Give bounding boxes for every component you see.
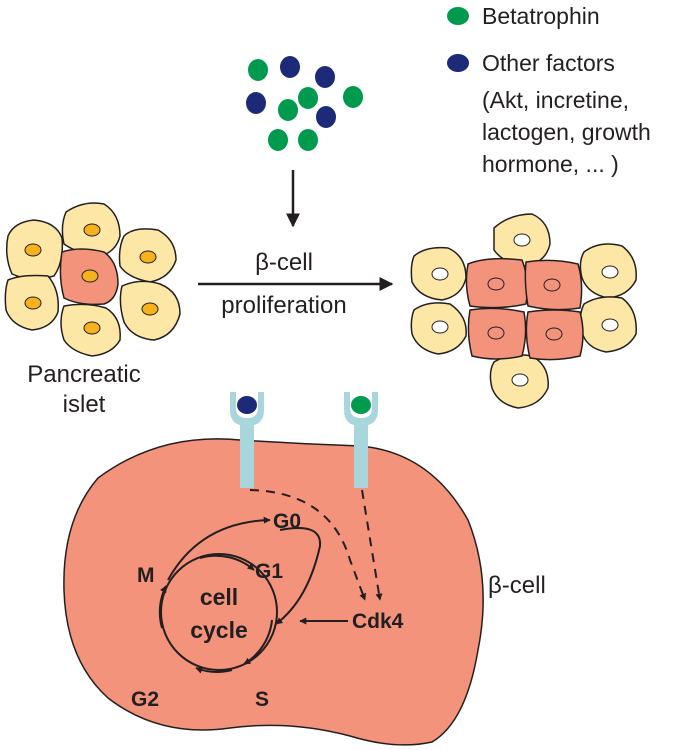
bound-betatrophin (351, 396, 371, 414)
nucleus (487, 277, 505, 291)
phase-m-label: M (137, 564, 155, 587)
pancreatic-islet (4, 202, 181, 357)
betatrophin-molecule (268, 129, 288, 151)
g0-exit-loop (167, 516, 271, 581)
other-factors-legend-dot (447, 54, 469, 72)
legend: Betatrophin Other factors (Akt, incretin… (447, 3, 651, 177)
nucleus (431, 267, 449, 281)
cell-cycle-label-line2: cycle (190, 617, 248, 643)
nucleus (141, 302, 159, 316)
nucleus (431, 320, 449, 334)
nucleus (81, 269, 99, 283)
legend-other-factors-detail-1: (Akt, incretine, (482, 87, 629, 113)
islet-label-line2: islet (63, 391, 106, 418)
phase-g0-label: G0 (273, 510, 301, 533)
proliferated-islet (410, 213, 637, 409)
cell-cycle-label-line1: cell (200, 584, 238, 610)
betatrophin-legend-dot (447, 7, 469, 25)
betatrophin-molecule (278, 99, 298, 121)
cycle-arrow-s (243, 619, 273, 665)
nucleus (24, 243, 42, 257)
nucleus (601, 318, 619, 332)
nucleus (487, 326, 505, 340)
other-factor-molecule (246, 92, 266, 114)
betatrophin-molecule (248, 59, 268, 81)
beta-cell-label: β-cell (488, 572, 546, 599)
cell-cycle-ring (160, 553, 278, 671)
receptor-betatrophin (344, 392, 378, 488)
cycle-arrow-g1 (199, 554, 255, 571)
legend-betatrophin-label: Betatrophin (482, 3, 600, 29)
other-factor-molecule (315, 66, 335, 88)
betatrophin-signal-path (361, 489, 383, 601)
factor-molecules (246, 56, 363, 151)
betatrophin-molecule (298, 129, 318, 151)
nucleus (513, 233, 531, 247)
cycle-arrow-g2 (195, 667, 233, 674)
legend-other-factors-detail-2: lactogen, growth (482, 119, 651, 145)
betatrophin-molecule (343, 86, 363, 108)
cdk4-label: Cdk4 (352, 610, 404, 633)
legend-other-factors-label: Other factors (482, 50, 615, 76)
phase-g1-label: G1 (255, 560, 283, 583)
other-factors-signal-path (249, 489, 367, 601)
cycle-arrow-m (158, 585, 167, 629)
receptor-other-factors (230, 392, 264, 488)
nucleus (24, 296, 42, 310)
islet-label-line1: Pancreatic (27, 361, 140, 388)
nucleus (545, 327, 563, 341)
cell-cycle (158, 516, 322, 674)
nucleus (139, 250, 157, 264)
nucleus (601, 265, 619, 279)
legend-other-factors-detail-3: hormone, ... ) (482, 151, 619, 177)
proliferation-label-line1: β-cell (255, 249, 313, 276)
proliferation-label-line2: proliferation (221, 292, 346, 319)
bound-other-factor (237, 396, 257, 414)
other-factor-molecule (316, 106, 336, 128)
phase-g2-label: G2 (131, 688, 159, 711)
phase-s-label: S (255, 688, 269, 711)
betatrophin-molecule (298, 87, 318, 109)
g0-return-loop (275, 527, 322, 625)
nucleus (83, 321, 101, 335)
nucleus (511, 373, 529, 387)
other-factor-molecule (280, 56, 300, 78)
nucleus (543, 278, 561, 292)
nucleus (83, 223, 101, 237)
